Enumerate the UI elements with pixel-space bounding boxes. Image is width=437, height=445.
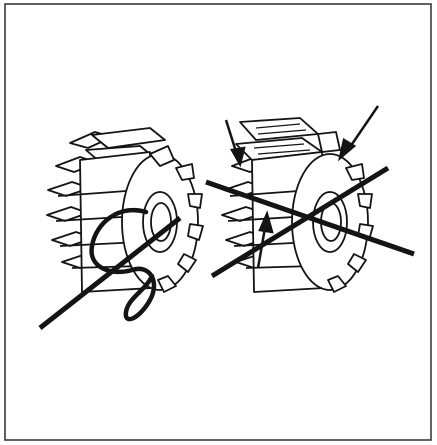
arrow-right [348,106,378,150]
damaged-vane [240,118,318,140]
vane-tip [358,194,372,208]
damaged-vane [318,132,340,152]
vane [92,128,165,148]
vane-tip [188,194,202,208]
vane-tip [188,224,203,240]
